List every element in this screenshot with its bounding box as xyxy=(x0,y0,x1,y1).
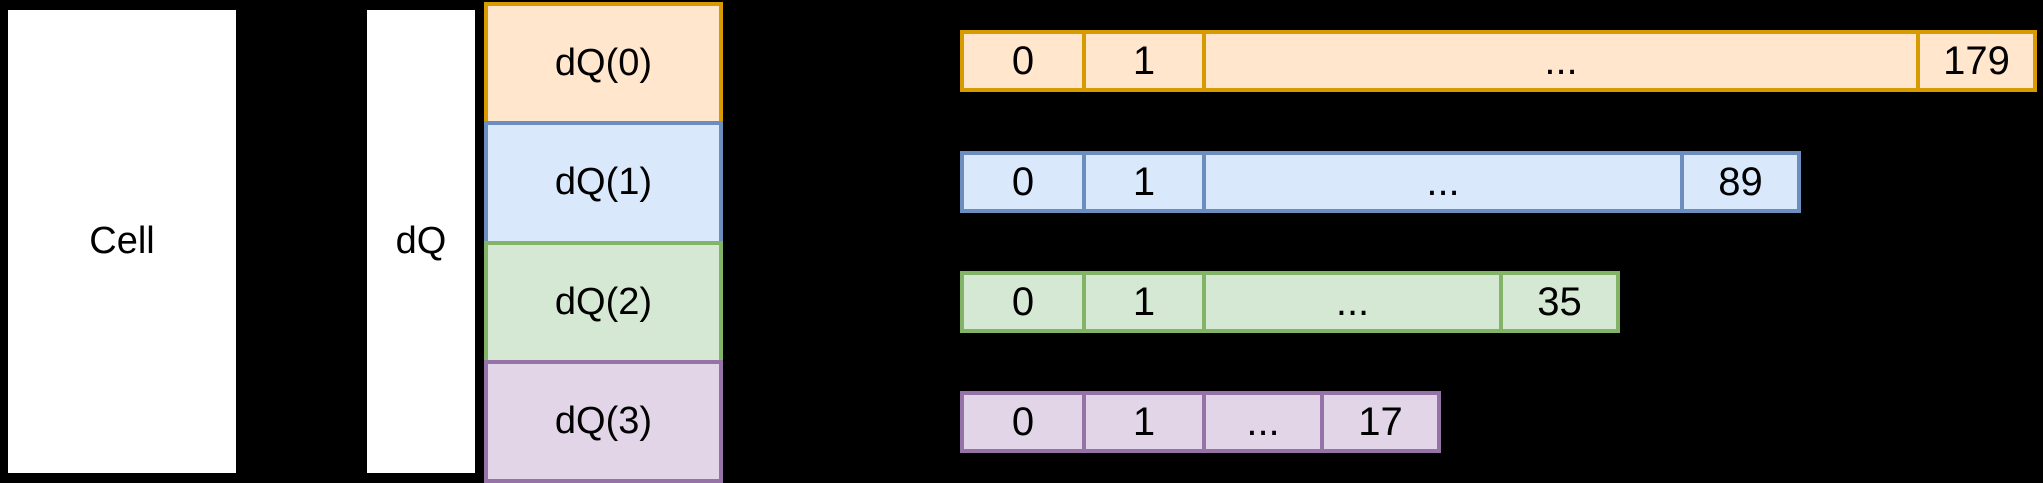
array-cell: 1 xyxy=(1086,395,1206,449)
array-cell: 17 xyxy=(1358,399,1403,444)
array-cell: 1 xyxy=(1086,275,1206,329)
array-cell: 1 xyxy=(1086,34,1206,88)
dq-box-label: dQ xyxy=(395,220,447,262)
cell-box: Cell xyxy=(4,6,240,477)
array-cell: 1 xyxy=(1086,155,1206,209)
cell-box-label: Cell xyxy=(89,220,155,262)
stack-segment-0: dQ(0) xyxy=(484,2,723,126)
dq-box: dQ xyxy=(363,6,479,477)
array-cell: ... xyxy=(1206,155,1684,209)
array-cell: ... xyxy=(1206,34,1920,88)
array-cell: 35 xyxy=(1537,279,1582,324)
array-cell: ... xyxy=(1206,275,1503,329)
stack-segment-2: dQ(2) xyxy=(484,240,723,364)
array-cell: 0 xyxy=(964,155,1086,209)
stack-segment-3: dQ(3) xyxy=(484,359,723,483)
array-cell: 179 xyxy=(1943,38,2010,83)
array-cell: 0 xyxy=(964,34,1086,88)
array-cell: ... xyxy=(1206,395,1324,449)
array-cell: 89 xyxy=(1718,159,1763,204)
dq-stack: dQ(0)dQ(1)dQ(2)dQ(3) xyxy=(484,2,723,483)
array-cell: 0 xyxy=(964,275,1086,329)
array-cell: 0 xyxy=(964,395,1086,449)
stack-segment-1: dQ(1) xyxy=(484,121,723,245)
